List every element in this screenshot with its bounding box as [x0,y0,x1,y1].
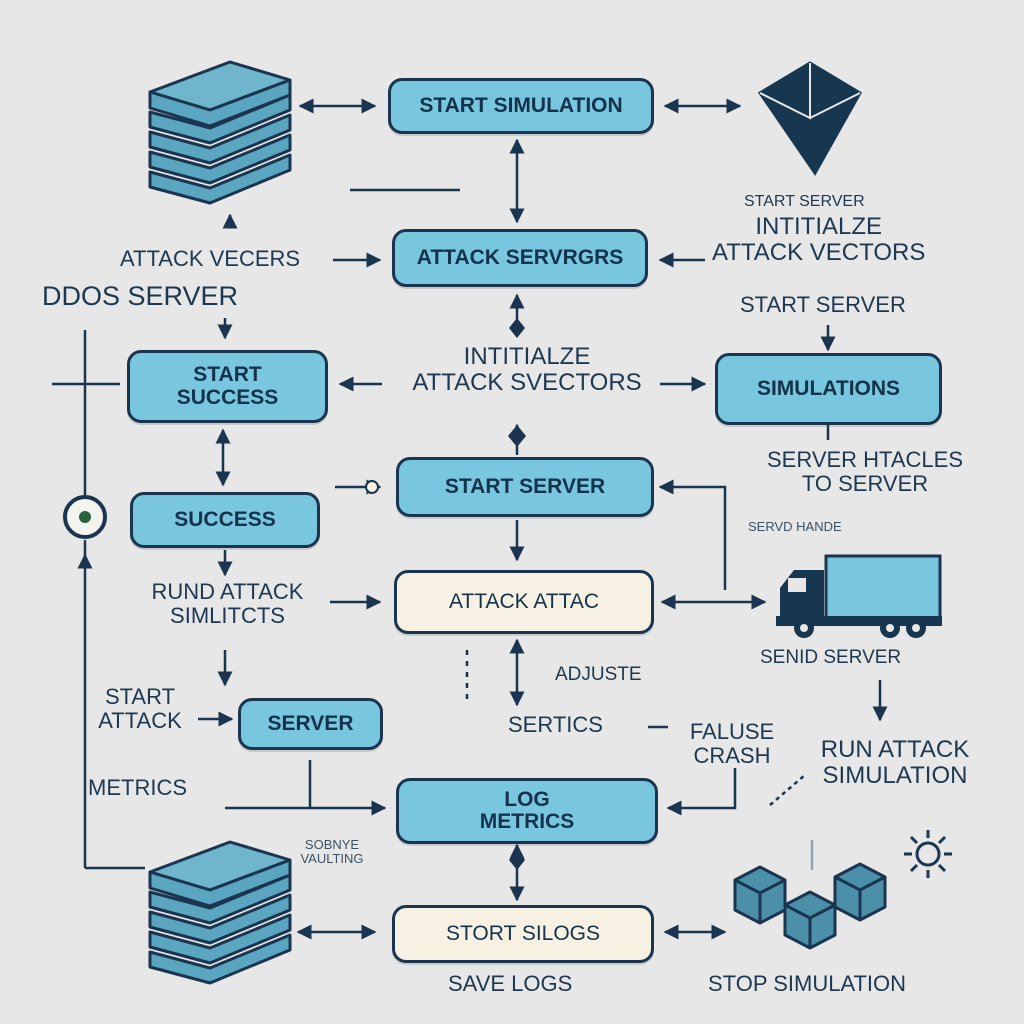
adjuste-label: ADJUSTE [555,664,642,685]
start-server-top-label: START SERVER [744,193,865,210]
start-success-label: START SUCCESS [176,363,279,409]
server-handles-label: SERVER HTACLES TO SERVER [766,447,964,497]
success-node[interactable]: SUCCESS [130,492,320,548]
start-simulation-label: START SIMULATION [419,93,623,117]
initialize-attack-vectors-right-label: INTITIALZE ATTACK VECTORS [712,213,926,267]
start-simulation-node[interactable]: START SIMULATION [388,78,654,134]
attack-attac-node[interactable]: ATTACK ATTAC [394,570,654,634]
stort-silogs-node[interactable]: STORT SILOGS [392,905,654,963]
stop-simulation-label: STOP SIMULATION [708,971,907,996]
success-label: SUCCESS [174,507,276,531]
initialize-attack-vectors-center-label: INTITIALZE ATTACK SVECTORS [412,343,642,397]
server-label: SERVER [267,711,354,735]
log-metrics-node[interactable]: LOG METRICS [396,778,658,844]
start-attack-label: START ATTACK [98,684,182,734]
metrics-label: METRICS [88,775,187,800]
start-server-right-label: START SERVER [740,292,906,317]
sertics-label: SERTICS [508,712,603,737]
gear-sun-icon [904,830,952,878]
start-server-node[interactable]: START SERVER [396,457,654,517]
start-success-node[interactable]: START SUCCESS [127,350,328,423]
cubes-icon [733,862,887,950]
start-server-label: START SERVER [444,474,606,498]
sobnye-vaulting-label: SOBNYE VAULTING [300,837,364,867]
send-server-label: SENID SERVER [760,647,902,668]
ddos-server-label: DDOS SERVER [42,281,239,311]
server-stack-icon [148,60,292,205]
truck-icon [776,554,942,638]
falure-crash-label: FALUSE CRASH [689,719,775,769]
log-metrics-label: LOG METRICS [479,787,575,833]
simulations-node[interactable]: SIMULATIONS [715,353,942,425]
attack-vecers-label: ATTACK VECERS [120,246,301,271]
servd-hande-label: SERVD HANDE [748,519,842,534]
attack-attac-label: ATTACK ATTAC [448,589,600,613]
simulations-label: SIMULATIONS [756,376,901,400]
attack-servers-node[interactable]: ATTACK SERVRGRS [392,229,648,287]
diamond-prism-icon [757,61,863,176]
target-circle-icon [63,495,107,539]
database-stack-icon [148,840,292,985]
save-logs-label: SAVE LOGS [448,971,573,996]
attack-servers-label: ATTACK SERVRGRS [416,245,624,269]
rund-attack-label: RUND ATTACK SIMLITCTS [151,579,304,629]
stort-silogs-label: STORT SILOGS [445,921,601,945]
run-attack-simulation-label: RUN ATTACK SIMULATION [820,736,970,790]
server-node[interactable]: SERVER [238,698,383,750]
